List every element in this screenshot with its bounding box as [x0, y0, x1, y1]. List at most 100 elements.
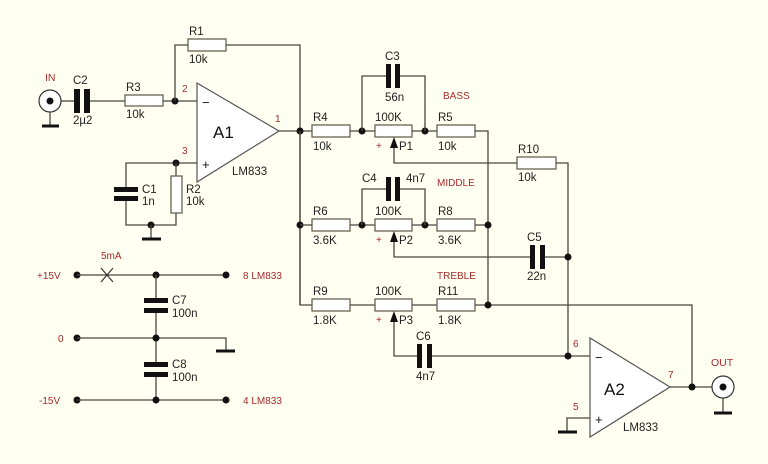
r8-value: 3.6K — [438, 235, 462, 247]
potentiometer-p1 — [374, 124, 413, 138]
junction — [152, 334, 160, 342]
wire — [393, 322, 417, 357]
capacitor-c5 — [530, 245, 545, 269]
input-connector — [38, 89, 62, 128]
junction — [152, 396, 160, 404]
a1-noninv-sign: + — [202, 157, 210, 172]
gnd-label: 0 — [58, 334, 64, 345]
p3-label: P3 — [399, 315, 413, 327]
junction — [484, 221, 492, 229]
r3-label: R3 — [126, 82, 141, 94]
p1-wiper-arrow — [390, 137, 398, 148]
junction — [688, 383, 696, 391]
resistor-r6 — [311, 218, 351, 232]
p3-mark: + — [376, 315, 382, 326]
c3-value: 56n — [385, 92, 404, 104]
output-label: OUT — [711, 357, 734, 369]
p2-value: 100K — [375, 206, 402, 218]
output-connector — [711, 375, 735, 415]
a1-pin-2: 2 — [182, 84, 188, 95]
c1-label: C1 — [142, 184, 157, 196]
a2-pin-7: 7 — [668, 370, 674, 381]
resistor-r3 — [124, 94, 164, 107]
pos-supply-target: 8 LM833 — [243, 271, 282, 282]
opamp-a2: − + A2 LM833 — [589, 336, 672, 439]
c4-label: C4 — [362, 173, 377, 185]
p3-wiper-arrow — [390, 311, 398, 322]
p3-value: 100K — [375, 286, 402, 298]
p2-mark: + — [376, 235, 382, 246]
r9-label: R9 — [313, 286, 328, 298]
c7-label: C7 — [172, 295, 187, 307]
r10-value: 10k — [518, 172, 537, 184]
r2-label: R2 — [186, 184, 201, 196]
wire — [475, 304, 693, 387]
c8-label: C8 — [172, 359, 187, 371]
bass-label: BASS — [443, 91, 470, 102]
resistor-r2 — [170, 175, 183, 214]
resistor-r5 — [436, 124, 476, 138]
resistor-r4 — [311, 124, 351, 138]
r5-value: 10k — [438, 141, 457, 153]
r3-value: 10k — [126, 109, 145, 121]
a1-pin-3: 3 — [182, 146, 188, 157]
a2-pin-6: 6 — [573, 339, 579, 350]
potentiometer-p2 — [374, 218, 413, 232]
wire — [361, 188, 387, 225]
treble-label: TREBLE — [437, 271, 476, 282]
p2-wiper-arrow — [390, 231, 398, 242]
a2-ref: A2 — [604, 380, 625, 399]
c5-label: C5 — [527, 232, 542, 244]
terminal — [222, 396, 230, 404]
capacitor-c8 — [144, 362, 168, 377]
r4-value: 10k — [313, 141, 332, 153]
wire — [399, 188, 426, 225]
c5-value: 22n — [527, 271, 546, 283]
r1-label: R1 — [189, 26, 204, 38]
r11-label: R11 — [438, 286, 458, 298]
wire — [174, 44, 188, 101]
c8-value: 100n — [172, 372, 198, 384]
c2-value: 2µ2 — [73, 115, 92, 127]
r6-value: 3.6K — [313, 235, 337, 247]
a2-inv-sign: − — [595, 350, 603, 365]
neg-supply-target: 4 LM833 — [243, 396, 282, 407]
junction — [564, 253, 572, 261]
current-label: 5mA — [101, 251, 122, 262]
input-label: IN — [45, 72, 56, 84]
r8-label: R8 — [438, 206, 453, 218]
wire — [393, 148, 517, 164]
terminal — [222, 271, 230, 279]
wire — [77, 337, 227, 350]
c2-label: C2 — [73, 75, 88, 87]
neg-supply-label: -15V — [39, 396, 60, 407]
r6-label: R6 — [313, 206, 328, 218]
capacitor-c7 — [144, 298, 168, 313]
resistor-r8 — [436, 218, 476, 232]
r10-label: R10 — [518, 144, 539, 156]
potentiometer-p3 — [374, 298, 413, 312]
resistor-r11 — [436, 298, 476, 312]
r11-value: 1.8K — [438, 315, 462, 327]
capacitor-c6 — [417, 344, 432, 368]
c7-value: 100n — [172, 308, 198, 320]
wire — [566, 417, 590, 431]
p2-label: P2 — [399, 235, 413, 247]
c6-value: 4n7 — [416, 371, 435, 383]
wire — [556, 162, 569, 356]
a2-noninv-sign: + — [595, 412, 603, 427]
c3-label: C3 — [385, 51, 400, 63]
r4-label: R4 — [313, 112, 328, 124]
pos-supply-label: +15V — [37, 271, 61, 282]
opamp-a1: − + A1 LM833 — [196, 81, 281, 184]
resistor-r10 — [516, 156, 557, 170]
a1-inv-sign: − — [202, 95, 210, 110]
capacitor-c2 — [74, 89, 90, 113]
wire — [475, 130, 489, 305]
p1-mark: + — [376, 141, 382, 152]
r9-value: 1.8K — [313, 315, 337, 327]
p1-value: 100K — [375, 112, 402, 124]
a2-part: LM833 — [623, 422, 658, 434]
resistor-r1 — [187, 38, 227, 52]
